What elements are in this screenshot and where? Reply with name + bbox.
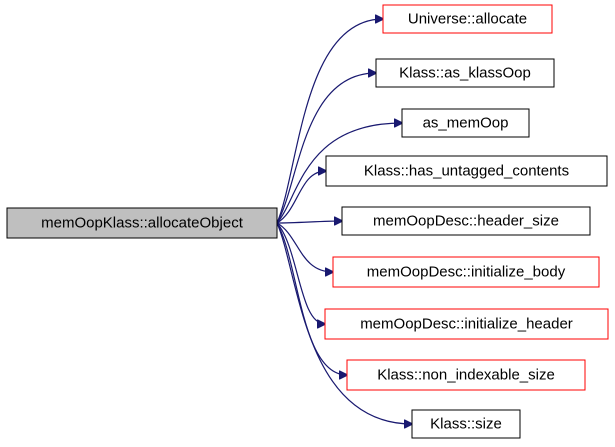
root-node-label: memOopKlass::allocateObject [41,215,244,232]
callee-label-as-memoop[interactable]: as_memOop [423,115,509,132]
callee-node-memoopdesc-initialize-body[interactable]: memOopDesc::initialize_body [332,256,600,288]
callee-box-memoopdesc-initialize-body[interactable] [332,256,600,288]
callee-label-universe-allocate[interactable]: Universe::allocate [408,11,527,28]
callee-box-klass-size[interactable] [411,409,521,439]
callee-node-memoopdesc-header-size[interactable]: memOopDesc::header_size [341,206,591,236]
callee-box-universe-allocate[interactable] [382,4,553,34]
callee-label-klass-has-untagged-contents[interactable]: Klass::has_untagged_contents [364,163,569,180]
edge-to-callee-8 [276,222,412,424]
callee-node-as-memoop[interactable]: as_memOop [401,108,530,138]
callee-label-memoopdesc-initialize-header[interactable]: memOopDesc::initialize_header [360,316,573,333]
callee-box-klass-non-indexable-size[interactable] [346,359,586,391]
callee-node-klass-as-klassoop[interactable]: Klass::as_klassOop [375,58,555,88]
callee-box-memoopdesc-header-size[interactable] [341,206,591,236]
root-node: memOopKlass::allocateObject [6,207,278,239]
edge-to-callee-0 [276,19,383,224]
edge-to-callee-4 [276,221,342,223]
callee-label-klass-size[interactable]: Klass::size [430,416,502,433]
callee-node-klass-size[interactable]: Klass::size [411,409,521,439]
edge-to-callee-6 [276,222,325,324]
callee-box-memoopdesc-initialize-header[interactable] [324,308,609,340]
edge-to-callee-3 [276,171,326,224]
callee-label-klass-non-indexable-size[interactable]: Klass::non_indexable_size [377,367,555,384]
callee-node-klass-has-untagged-contents[interactable]: Klass::has_untagged_contents [325,155,608,187]
callee-label-klass-as-klassoop[interactable]: Klass::as_klassOop [399,65,531,82]
edge-to-callee-5 [276,222,333,272]
callee-box-as-memoop[interactable] [401,108,530,138]
edge-to-callee-2 [276,123,402,224]
edge-to-callee-1 [276,73,376,224]
edge-to-callee-7 [276,222,347,375]
callee-box-klass-as-klassoop[interactable] [375,58,555,88]
callee-node-universe-allocate[interactable]: Universe::allocate [382,4,553,34]
call-edges [276,19,412,424]
callee-box-klass-has-untagged-contents[interactable] [325,155,608,187]
callee-label-memoopdesc-initialize-body[interactable]: memOopDesc::initialize_body [367,264,566,281]
root-node-box [6,207,278,239]
callee-node-memoopdesc-initialize-header[interactable]: memOopDesc::initialize_header [324,308,609,340]
callee-label-memoopdesc-header-size[interactable]: memOopDesc::header_size [373,213,559,230]
callee-node-klass-non-indexable-size[interactable]: Klass::non_indexable_size [346,359,586,391]
